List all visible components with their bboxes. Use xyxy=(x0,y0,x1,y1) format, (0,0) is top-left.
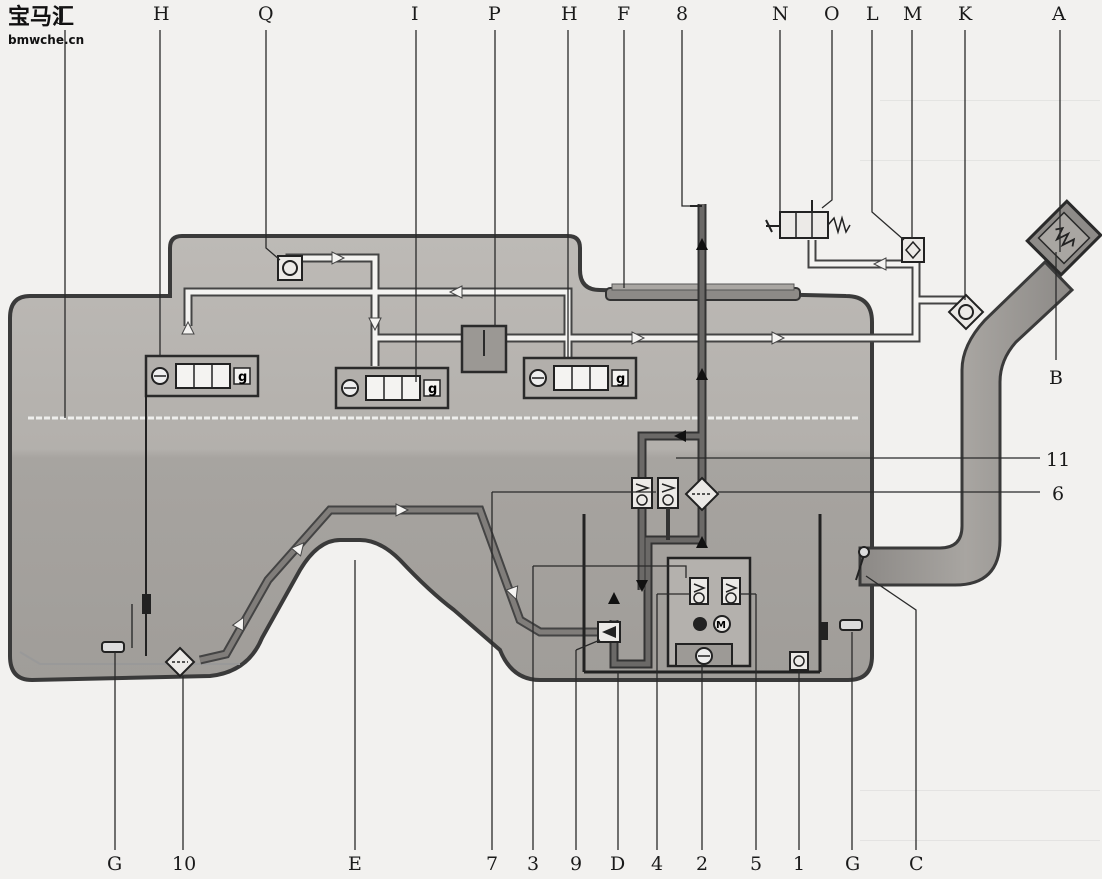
label-2: 2 xyxy=(696,853,708,875)
valve-m xyxy=(901,237,925,263)
label-l: L xyxy=(866,3,879,25)
fuel-pump-module: M xyxy=(666,556,752,668)
tank-outline xyxy=(8,234,874,683)
label-q: Q xyxy=(258,3,274,25)
gauge-icon-right: g xyxy=(616,372,625,387)
label-8: 8 xyxy=(676,3,688,25)
watermark-site-text: bmwche.cn xyxy=(8,33,84,47)
filler-cap xyxy=(1025,199,1102,277)
fuel-tank xyxy=(8,234,874,683)
label-b: B xyxy=(1049,367,1063,389)
level-sensor-i: g xyxy=(334,366,450,410)
label-h-right: H xyxy=(561,3,578,25)
gauge-icon-left: g xyxy=(238,370,247,385)
watermark-logo-text: 宝马汇 xyxy=(8,4,74,30)
label-7: 7 xyxy=(486,853,498,875)
vapor-separator-p xyxy=(460,324,508,374)
check-valve-q xyxy=(277,255,303,281)
fuel-filter-6 xyxy=(684,476,720,512)
purge-valve-n-o xyxy=(765,200,851,239)
filler-neck xyxy=(855,199,1102,587)
rollover-valve-icon xyxy=(855,546,870,581)
pressure-valves-11 xyxy=(631,477,679,540)
label-n: N xyxy=(772,3,789,25)
level-sensor-h-right: g xyxy=(522,356,638,400)
label-c: C xyxy=(909,853,924,875)
label-11: 11 xyxy=(1046,449,1070,471)
label-3: 3 xyxy=(527,853,539,875)
label-e: E xyxy=(348,853,362,875)
jet-pump-9 xyxy=(597,621,621,643)
motor-icon: M xyxy=(716,620,726,631)
callout-labels-right: B 11 6 xyxy=(1046,367,1070,505)
label-o: O xyxy=(824,3,840,25)
callout-labels-bottom: G 10 E 7 3 9 D 4 2 5 1 G C xyxy=(107,853,924,875)
leader-lines xyxy=(64,30,1061,850)
label-p: P xyxy=(488,3,501,25)
watermark-logo: 宝马汇 bmwche.cn xyxy=(8,4,84,47)
sensor-g-left xyxy=(101,641,125,653)
label-j: J xyxy=(56,3,66,25)
gauge-icon-center: g xyxy=(428,382,437,397)
label-6: 6 xyxy=(1052,483,1064,505)
label-i: I xyxy=(411,3,419,25)
level-sensor-h-left: g xyxy=(144,354,260,398)
background-table-ghost xyxy=(860,100,1100,841)
label-d: D xyxy=(610,853,625,875)
strainer-10 xyxy=(164,646,196,678)
check-valve-1 xyxy=(789,651,809,671)
label-9: 9 xyxy=(570,853,582,875)
label-h-left: H xyxy=(153,3,170,25)
label-5: 5 xyxy=(750,853,762,875)
callout-labels-top: J H Q I P H F 8 N O L M K A xyxy=(56,3,1066,25)
label-10: 10 xyxy=(172,853,196,875)
label-m: M xyxy=(903,3,922,25)
label-a: A xyxy=(1051,3,1066,25)
label-4: 4 xyxy=(651,853,663,875)
label-g-left: G xyxy=(107,853,122,875)
left-float-rod xyxy=(131,380,151,656)
check-valve-k xyxy=(947,293,985,331)
label-k: K xyxy=(958,3,973,25)
label-f: F xyxy=(617,3,630,25)
label-1: 1 xyxy=(793,853,805,875)
sensor-g-right xyxy=(820,619,863,640)
label-g-right: G xyxy=(845,853,860,875)
